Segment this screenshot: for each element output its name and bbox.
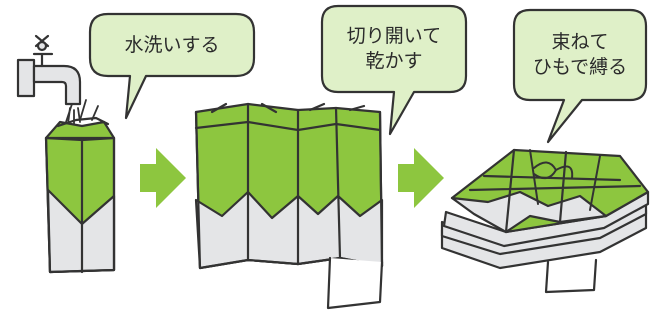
milk-carton-icon <box>44 99 116 274</box>
faucet-icon <box>16 34 82 129</box>
speech-bubble-1 <box>88 12 256 120</box>
step-2-label: 切り開いて 乾かす <box>346 25 442 72</box>
arrow-right-icon <box>140 148 186 208</box>
bundled-cartons-icon <box>440 148 650 294</box>
opened-carton-icon <box>194 102 384 310</box>
arrow-right-icon <box>398 148 444 208</box>
step-1-label: 水洗いする <box>124 34 220 56</box>
speech-bubble-3 <box>512 8 648 144</box>
step-3-label: 束ねて ひもで縛る <box>532 31 628 78</box>
speech-bubble-2 <box>320 4 468 136</box>
